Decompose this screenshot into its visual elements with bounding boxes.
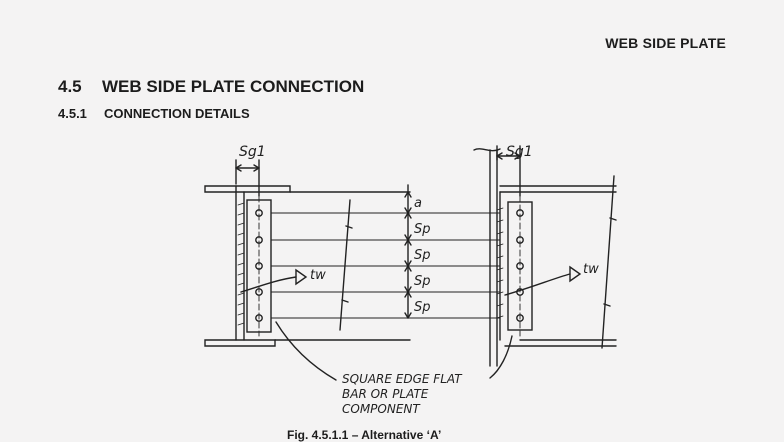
section-title: WEB SIDE PLATE CONNECTION [102, 77, 365, 96]
bolt-left-1 [255, 209, 263, 217]
running-header: WEB SIDE PLATE [605, 35, 726, 51]
bolt-left-4 [255, 288, 263, 296]
figure-caption: Fig. 4.5.1.1 – Alternative ‘A’ [287, 428, 442, 442]
thickness-label-left: tw [310, 268, 326, 283]
subsection-heading: 4.5.1 CONNECTION DETAILS [58, 106, 250, 121]
gauge-label-right: Sg1 [506, 144, 533, 160]
bolt-left-2 [255, 236, 263, 244]
edge-distance-label: a [414, 196, 422, 211]
bolt-left-5 [255, 314, 263, 322]
note-line-3: COMPONENT [342, 402, 421, 416]
bolt-right-1 [516, 209, 524, 217]
note-line-2: BAR OR PLATE [342, 387, 429, 401]
bolt-left-3 [255, 262, 263, 270]
subsection-number: 4.5.1 [58, 106, 87, 121]
bolt-right-2 [516, 236, 524, 244]
pitch-label-3: Sp [414, 274, 431, 289]
section-heading: 4.5 WEB SIDE PLATE CONNECTION [58, 77, 364, 97]
pitch-label-2: Sp [414, 248, 431, 263]
section-number: 4.5 [58, 77, 82, 96]
bolt-right-3 [516, 262, 524, 270]
note-line-1: SQUARE EDGE FLAT [342, 372, 463, 386]
subsection-title: CONNECTION DETAILS [104, 106, 250, 121]
gauge-label-left: Sg1 [239, 144, 266, 160]
pitch-label-4: Sp [414, 300, 431, 315]
thickness-label-right: tw [583, 262, 599, 277]
pitch-label-1: Sp [414, 222, 431, 237]
bolt-right-5 [516, 314, 524, 322]
